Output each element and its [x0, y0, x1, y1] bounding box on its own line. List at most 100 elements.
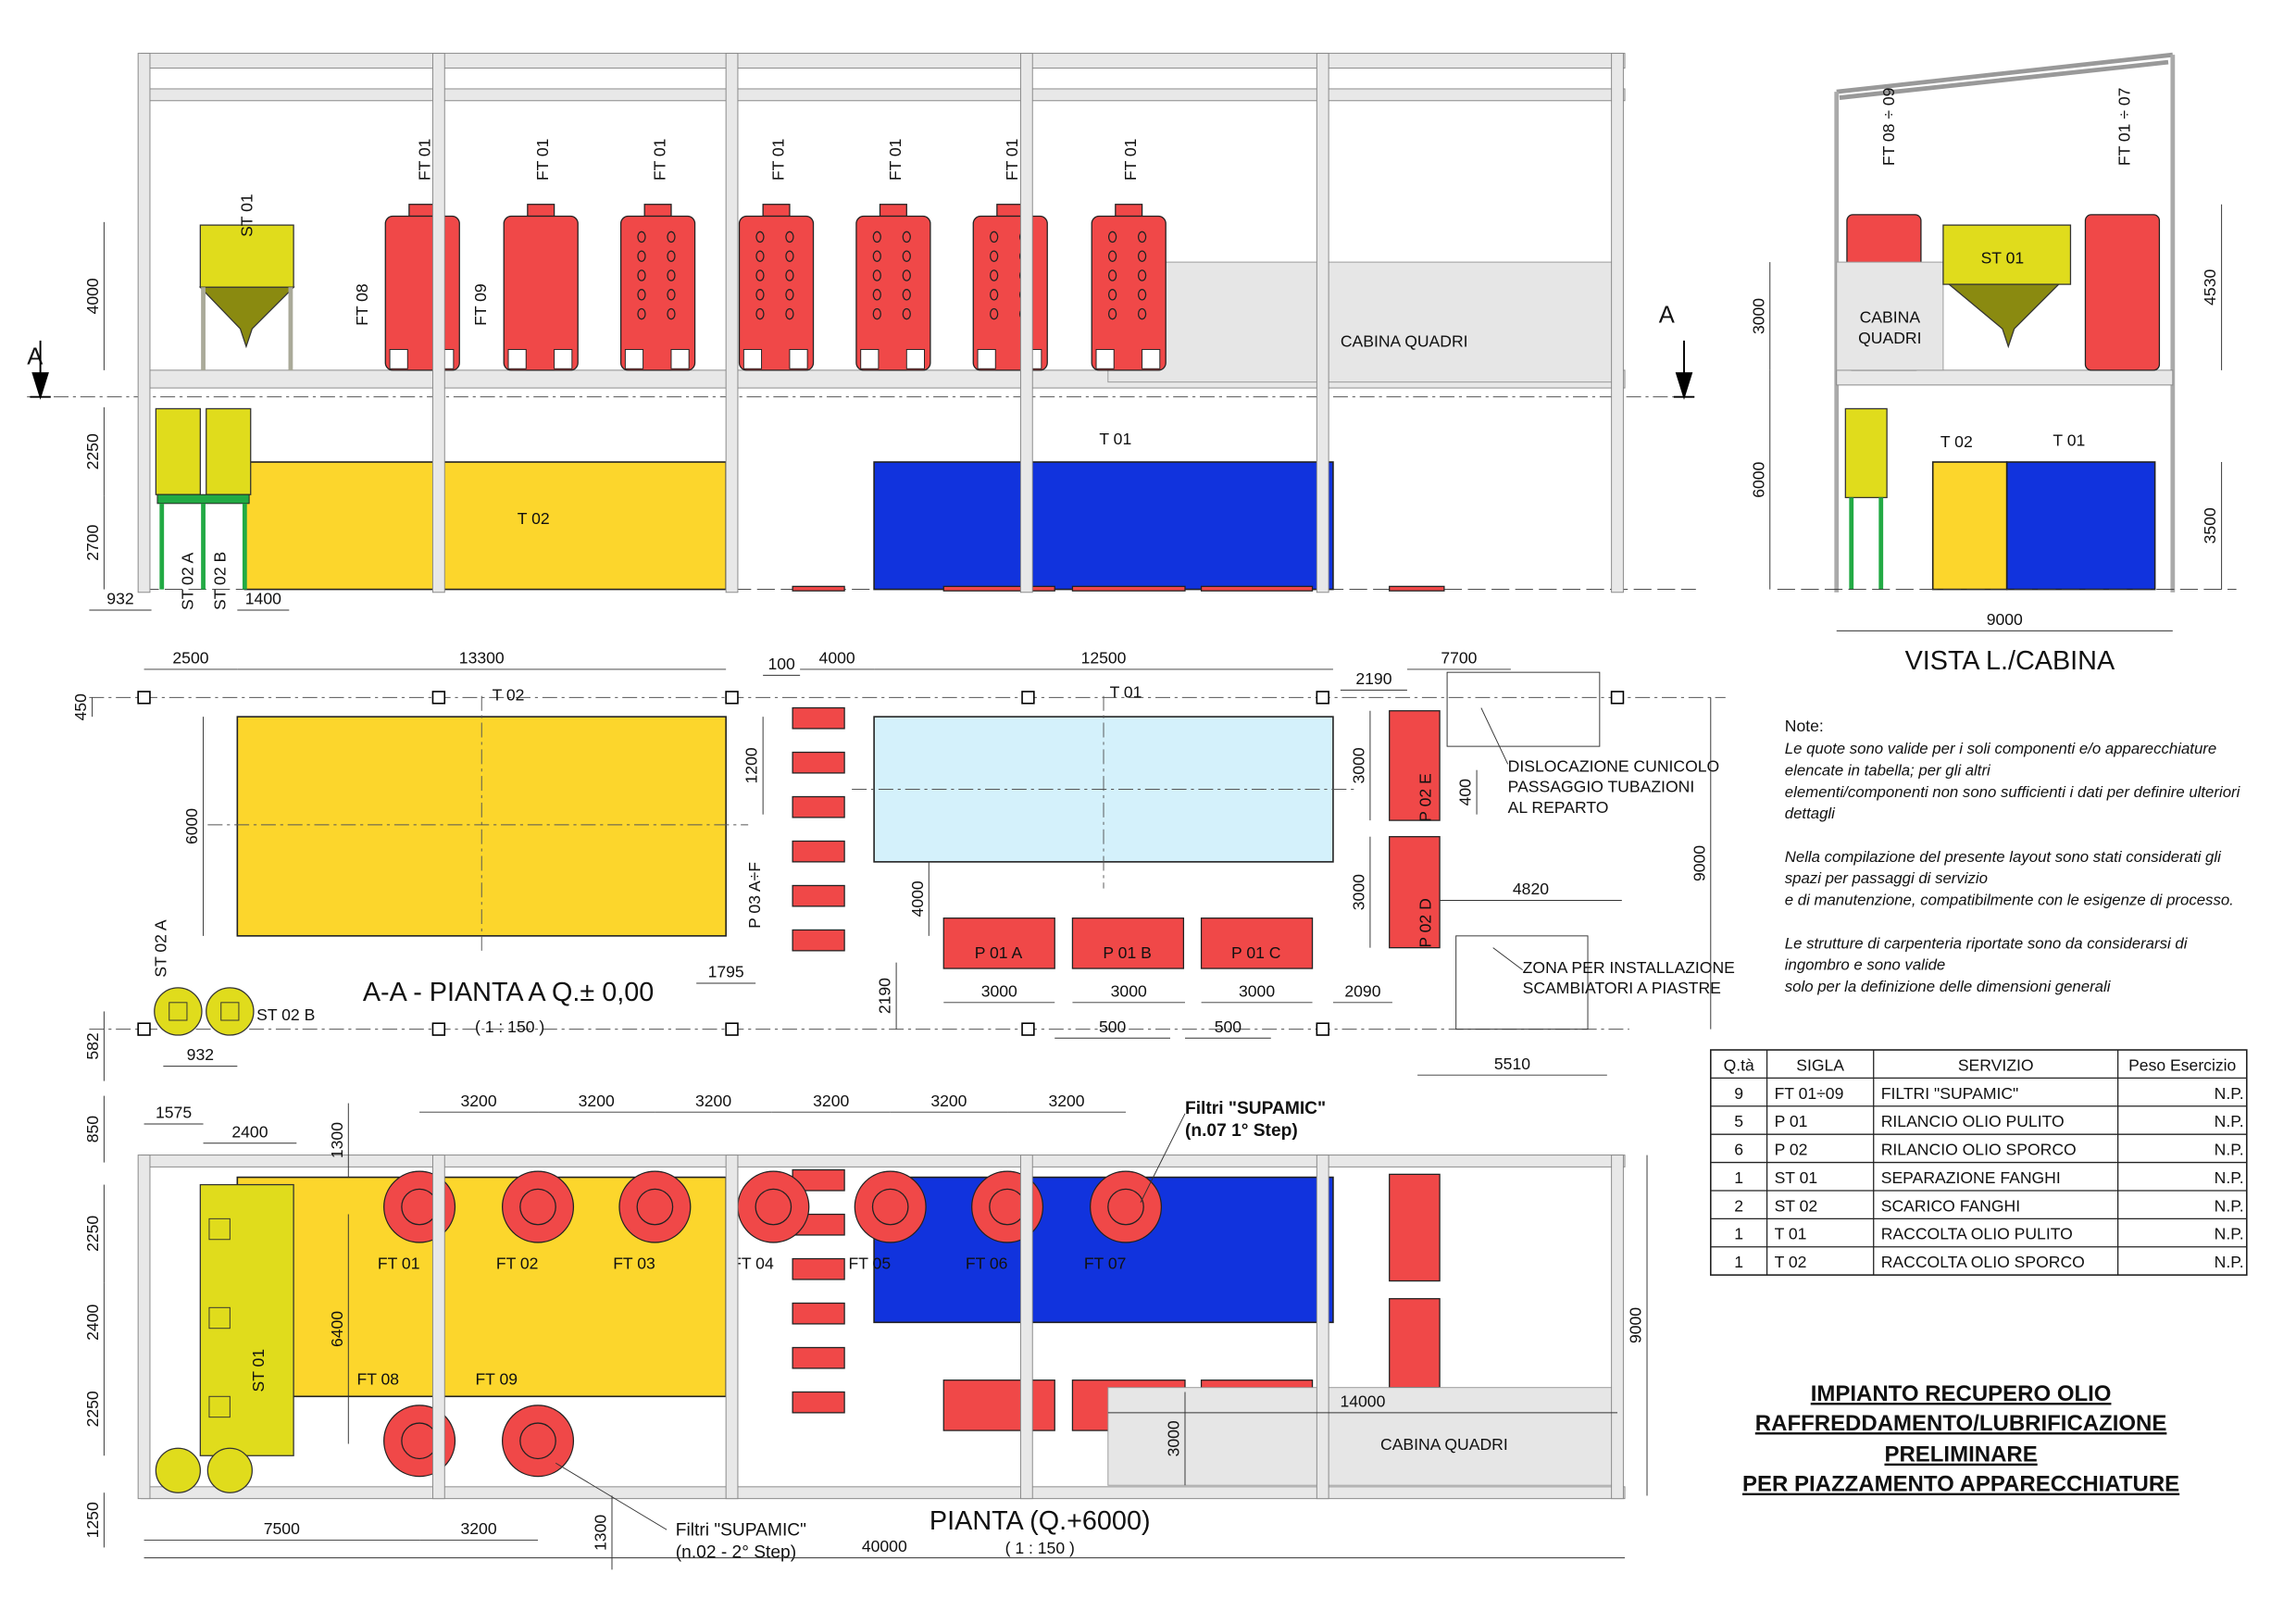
dimension-label: 3200 — [460, 1092, 496, 1110]
table-cell-qty: 2 — [1734, 1196, 1743, 1215]
side-st01-label: ST 01 — [1981, 249, 2025, 268]
side-t02-label: T 02 — [1940, 432, 1973, 451]
dimension-label: 9000 — [1627, 1307, 1645, 1343]
filter-port — [1137, 307, 1147, 320]
dimension-label: 2700 — [83, 524, 102, 560]
filter-elevation: FT 01 — [619, 139, 696, 371]
table-cell-peso: N.P. — [2215, 1168, 2244, 1187]
side-cabina-label: QUADRI — [1858, 329, 1921, 347]
filter-port — [990, 231, 999, 243]
filter-port — [785, 307, 794, 320]
filter-port — [755, 269, 765, 281]
section-arrow-icon — [30, 340, 51, 400]
table-header: SERVIZIO — [1958, 1055, 2034, 1074]
dimension: 2500 — [144, 649, 238, 670]
filter-port — [637, 269, 646, 281]
p03-label: P 03 A÷F — [745, 862, 764, 929]
filter-port — [872, 307, 881, 320]
table-cell-qty: 5 — [1734, 1112, 1743, 1130]
filter-foot — [742, 348, 763, 369]
dimension: 4000 — [800, 649, 875, 670]
column-marker — [725, 691, 739, 705]
filter-plan-inner — [1107, 1188, 1144, 1226]
filter-port — [872, 269, 881, 281]
dimension: 3000 — [1350, 836, 1371, 948]
side-filter-right — [2084, 214, 2161, 371]
title-line: PER PIAZZAMENTO APPARECCHIATURE — [1742, 1472, 2179, 1497]
column — [1611, 1155, 1624, 1500]
column-marker — [1021, 1022, 1035, 1036]
filter-port — [1107, 289, 1117, 301]
dimension: 500 — [1184, 1017, 1271, 1039]
dimension-label: 14000 — [1340, 1392, 1385, 1410]
column-marker — [1316, 691, 1329, 705]
dimension: 40000 — [144, 1537, 1626, 1559]
filter-body — [1091, 215, 1167, 371]
dimension-label: 932 — [106, 590, 133, 608]
dimension-label: 2400 — [83, 1305, 102, 1341]
side-cabina-label: CABINA — [1860, 308, 1921, 327]
filter-port — [1107, 269, 1117, 281]
dimension: 7700 — [1406, 649, 1511, 670]
t01-label: T 01 — [1099, 430, 1131, 448]
pump-p01 — [1071, 918, 1185, 969]
dimension-label: 2190 — [1355, 669, 1391, 688]
dimension: 1575 — [144, 1104, 204, 1125]
filter-port — [637, 307, 646, 320]
pump-p01-label: P 01 B — [1103, 943, 1151, 962]
column-marker — [137, 1022, 151, 1036]
column — [1019, 53, 1033, 593]
filter-tag: FT 01 — [1003, 139, 1021, 181]
table-cell-sigla: ST 02 — [1775, 1196, 1818, 1215]
column — [431, 53, 445, 593]
table-cell-peso: N.P. — [2215, 1253, 2244, 1271]
filter-elevation: FT 01 — [384, 139, 460, 371]
tank-t02-elevation — [243, 461, 727, 591]
dimension-label: 932 — [187, 1045, 214, 1064]
silos-st02 — [155, 407, 252, 590]
filter-plan-inner — [755, 1188, 792, 1226]
filter-port — [990, 307, 999, 320]
dimension-label: 3000 — [1165, 1420, 1183, 1456]
filter-port — [637, 250, 646, 262]
dimension: 2250 — [83, 406, 105, 496]
filter-foot — [977, 348, 996, 369]
callout-top: (n.07 1° Step) — [1185, 1121, 1298, 1141]
filter-port — [785, 231, 794, 243]
filter-foot — [554, 348, 573, 369]
dimension: 3200 — [655, 1092, 772, 1113]
dimension: 6400 — [328, 1214, 349, 1444]
pump-p01-label: P 01 C — [1231, 943, 1281, 962]
dimension: 2190 — [1340, 669, 1407, 691]
pump-p03 — [792, 1391, 845, 1414]
dimension: 4000 — [83, 221, 105, 370]
title-line: IMPIANTO RECUPERO OLIO — [1811, 1381, 2112, 1406]
dimension-label: 2250 — [83, 433, 102, 469]
dimension: 1795 — [696, 963, 756, 984]
table-cell-servizio: SEPARAZIONE FANGHI — [1881, 1168, 2061, 1187]
table-cell-sigla: ST 01 — [1775, 1168, 1818, 1187]
dimension-label: 3500 — [2201, 507, 2219, 543]
dimension-label: 850 — [83, 1116, 102, 1143]
column — [431, 1155, 445, 1500]
pump-p01-label: P 01 A — [975, 943, 1023, 962]
dimension-label: 1575 — [156, 1104, 192, 1122]
p02d-label: P 02 D — [1416, 898, 1434, 947]
filter-flange — [879, 204, 907, 218]
note-line: ingombro e sono valide — [1785, 956, 1946, 974]
filter-body — [972, 215, 1048, 371]
cunicolo-note: AL REPARTO — [1508, 798, 1609, 817]
tank-t01-elevation — [873, 461, 1334, 591]
plan-t02-label: T 02 — [493, 686, 525, 705]
column-marker — [1021, 691, 1035, 705]
filter-tag: FT 01 — [651, 139, 669, 181]
table-cell-servizio: RILANCIO OLIO SPORCO — [1881, 1141, 2077, 1159]
dimension-label: 400 — [1456, 779, 1475, 806]
dimension-label: 3000 — [1350, 874, 1368, 910]
cabina-quadri-plan — [1107, 1387, 1618, 1486]
note-line: Nella compilazione del presente layout s… — [1785, 848, 2222, 866]
filter-plan — [737, 1170, 810, 1243]
dimension-label: 2400 — [231, 1122, 268, 1141]
dimension-label: 3000 — [1350, 747, 1368, 783]
